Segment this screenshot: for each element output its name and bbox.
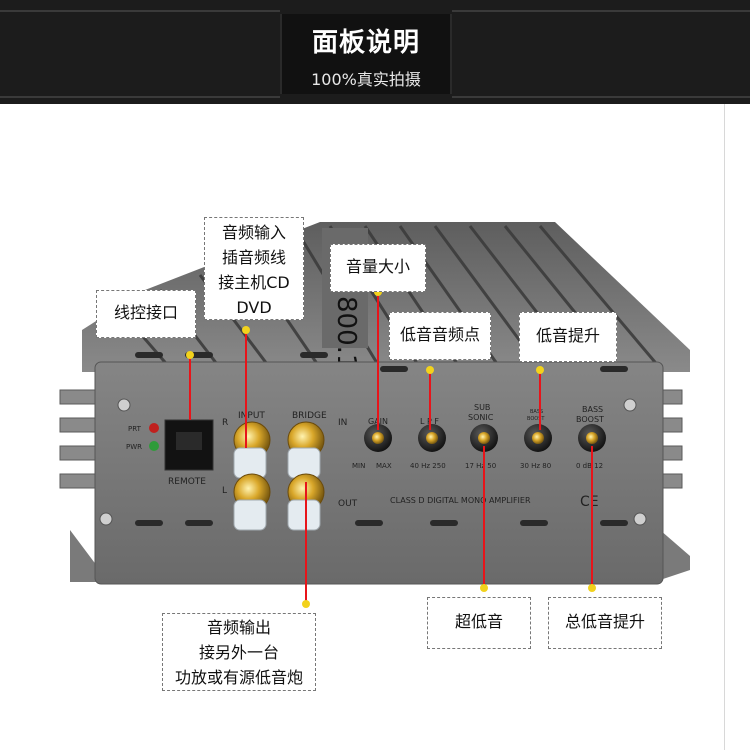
callout-bass-boost-text: 低音提升 [535,326,600,345]
subsonic-knob[interactable] [470,424,498,452]
lpf-knob[interactable] [418,424,446,452]
callout-subsonic: 超低音 [427,597,531,649]
mounting-foot-right [660,530,690,580]
page-right-rule [724,104,725,750]
bass-boost-label-2: BOOST [576,415,604,424]
header-rule-left-bottom [0,96,280,98]
bass-boost-level-knob[interactable] [578,424,606,452]
callout-total-bass-boost-text: 总低音提升 [564,612,645,631]
rca-bridge-in[interactable] [287,421,325,479]
callout-remote-port-text: 线控接口 [113,303,178,322]
bass-boost-range-label: 0 dB 12 [576,462,603,470]
callout-bass-boost: 低音提升 [519,312,617,362]
callout-audio-input: 音频输入 插音频线 接主机CD DVD [204,217,304,320]
header-rule-right-bottom [452,96,750,98]
callout-audio-input-line-2: 插音频线 [221,248,286,267]
bass-range-label: 30 Hz 80 [520,462,551,470]
r-label: R [222,418,228,428]
callout-audio-input-line-1: 音频输入 [221,223,286,242]
callout-audio-output-line-3: 功放或有源低音炮 [174,668,303,687]
callout-lpf-text: 低音音频点 [399,325,480,344]
rca-input-l[interactable] [233,473,271,531]
lpf-range-label: 40 Hz 250 [410,462,446,470]
subsonic-label-1: SUB [474,403,490,412]
prt-label: PRT [128,425,142,433]
pwr-label: PWR [126,443,142,451]
callout-subsonic-text: 超低音 [454,612,503,631]
panel-screws [99,398,647,526]
callout-audio-output-line-1: 音频输出 [206,618,271,637]
gain-max-label: MAX [376,462,392,470]
callout-total-bass-boost: 总低音提升 [548,597,662,649]
in-label: IN [338,418,347,428]
bass-small-label-2: BOOST [527,416,545,422]
bridge-label: BRIDGE [292,411,327,421]
callout-pointer-lines [189,292,593,604]
bass-small-label-1: BASS [530,409,543,415]
header-rule-left-top [0,10,280,12]
callout-lpf: 低音音频点 [389,312,491,360]
callout-audio-output-line-2: 接另外一台 [198,643,279,662]
rca-input-r[interactable] [233,421,271,479]
gain-min-label: MIN [352,462,365,470]
out-label: OUT [338,499,358,509]
callout-pointer-dots [186,288,596,608]
gain-knob[interactable] [364,424,392,452]
remote-label: REMOTE [168,477,206,487]
ce-mark: CE [580,494,599,510]
subsonic-label-2: SONIC [468,413,494,422]
pwr-led-icon [149,441,159,451]
bass-boost-freq-knob[interactable] [524,424,552,452]
page-subtitle: 100%真实拍摄 [311,70,421,89]
header-rule-right-top [452,10,750,12]
model-label: 800.1 [331,296,361,370]
input-label: INPUT [238,411,265,421]
callout-remote-port: 线控接口 [96,290,196,338]
page-title: 面板说明 [311,28,420,58]
class-d-label: CLASS D DIGITAL MONO AMPLIFIER [390,496,531,505]
header-bar: 面板说明 100%真实拍摄 [0,0,750,104]
callout-audio-input-line-4: DVD [236,298,272,317]
mounting-foot-left [70,530,100,582]
subsonic-range-label: 17 Hz 50 [465,462,496,470]
l-label: L [222,486,227,496]
callout-audio-input-line-3: 接主机CD [218,273,290,292]
callout-volume: 音量大小 [330,244,426,292]
callout-audio-output: 音频输出 接另外一台 功放或有源低音炮 [162,613,316,691]
bass-boost-label-1: BASS [582,405,603,414]
prt-led-icon [149,423,159,433]
callout-volume-text: 音量大小 [345,257,410,276]
header-title-box [280,14,452,94]
